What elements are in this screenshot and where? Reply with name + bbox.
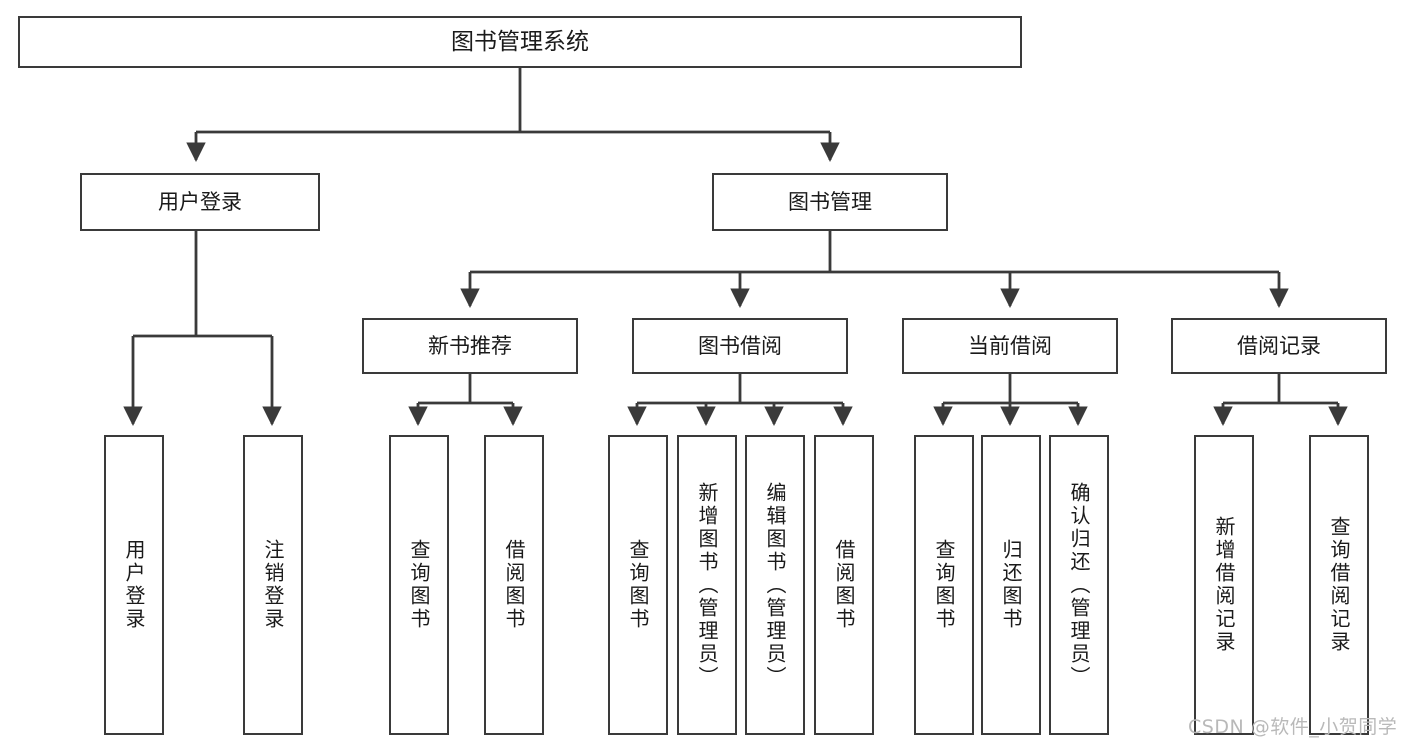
- leaf-logout-label: 注销登录: [261, 539, 285, 631]
- node-user-login-label: 用户登录: [158, 189, 242, 214]
- node-root-label: 图书管理系统: [451, 28, 589, 55]
- node-book-borrow[interactable]: 图书借阅: [632, 318, 848, 374]
- node-user-login[interactable]: 用户登录: [80, 173, 320, 231]
- leaf-current-confirm-return-label: 确认归还（管理员）: [1067, 481, 1091, 689]
- leaf-current-query-book[interactable]: 查询图书: [914, 435, 974, 735]
- leaf-borrow-edit-book-label: 编辑图书（管理员）: [763, 481, 787, 689]
- node-root-system[interactable]: 图书管理系统: [18, 16, 1022, 68]
- leaf-borrow-add-book-label: 新增图书（管理员）: [695, 481, 719, 689]
- leaf-borrow-add-book[interactable]: 新增图书（管理员）: [677, 435, 737, 735]
- leaf-borrow-query-book[interactable]: 查询图书: [608, 435, 668, 735]
- node-new-book-recommend-label: 新书推荐: [428, 333, 512, 358]
- leaf-borrow-borrow-book-label: 借阅图书: [832, 539, 856, 631]
- leaf-logout[interactable]: 注销登录: [243, 435, 303, 735]
- leaf-current-return-book[interactable]: 归还图书: [981, 435, 1041, 735]
- node-book-management[interactable]: 图书管理: [712, 173, 948, 231]
- node-book-borrow-label: 图书借阅: [698, 333, 782, 358]
- leaf-current-confirm-return[interactable]: 确认归还（管理员）: [1049, 435, 1109, 735]
- leaf-recommend-query-book-label: 查询图书: [407, 539, 431, 631]
- leaf-recommend-borrow-book[interactable]: 借阅图书: [484, 435, 544, 735]
- leaf-borrow-query-book-label: 查询图书: [626, 539, 650, 631]
- watermark-text: CSDN @软件_小贺同学: [1188, 716, 1398, 738]
- leaf-current-return-book-label: 归还图书: [999, 539, 1023, 631]
- node-book-management-label: 图书管理: [788, 189, 872, 214]
- leaf-record-query-record[interactable]: 查询借阅记录: [1309, 435, 1369, 735]
- node-borrow-record-label: 借阅记录: [1237, 333, 1321, 358]
- leaf-current-query-book-label: 查询图书: [932, 539, 956, 631]
- leaf-user-login-label: 用户登录: [122, 539, 146, 631]
- leaf-recommend-query-book[interactable]: 查询图书: [389, 435, 449, 735]
- leaf-record-add-record[interactable]: 新增借阅记录: [1194, 435, 1254, 735]
- node-current-borrow[interactable]: 当前借阅: [902, 318, 1118, 374]
- node-new-book-recommend[interactable]: 新书推荐: [362, 318, 578, 374]
- leaf-user-login[interactable]: 用户登录: [104, 435, 164, 735]
- leaf-record-add-record-label: 新增借阅记录: [1212, 516, 1236, 654]
- leaf-borrow-borrow-book[interactable]: 借阅图书: [814, 435, 874, 735]
- node-current-borrow-label: 当前借阅: [968, 333, 1052, 358]
- leaf-borrow-edit-book[interactable]: 编辑图书（管理员）: [745, 435, 805, 735]
- leaf-recommend-borrow-book-label: 借阅图书: [502, 539, 526, 631]
- node-borrow-record[interactable]: 借阅记录: [1171, 318, 1387, 374]
- leaf-record-query-record-label: 查询借阅记录: [1327, 516, 1351, 654]
